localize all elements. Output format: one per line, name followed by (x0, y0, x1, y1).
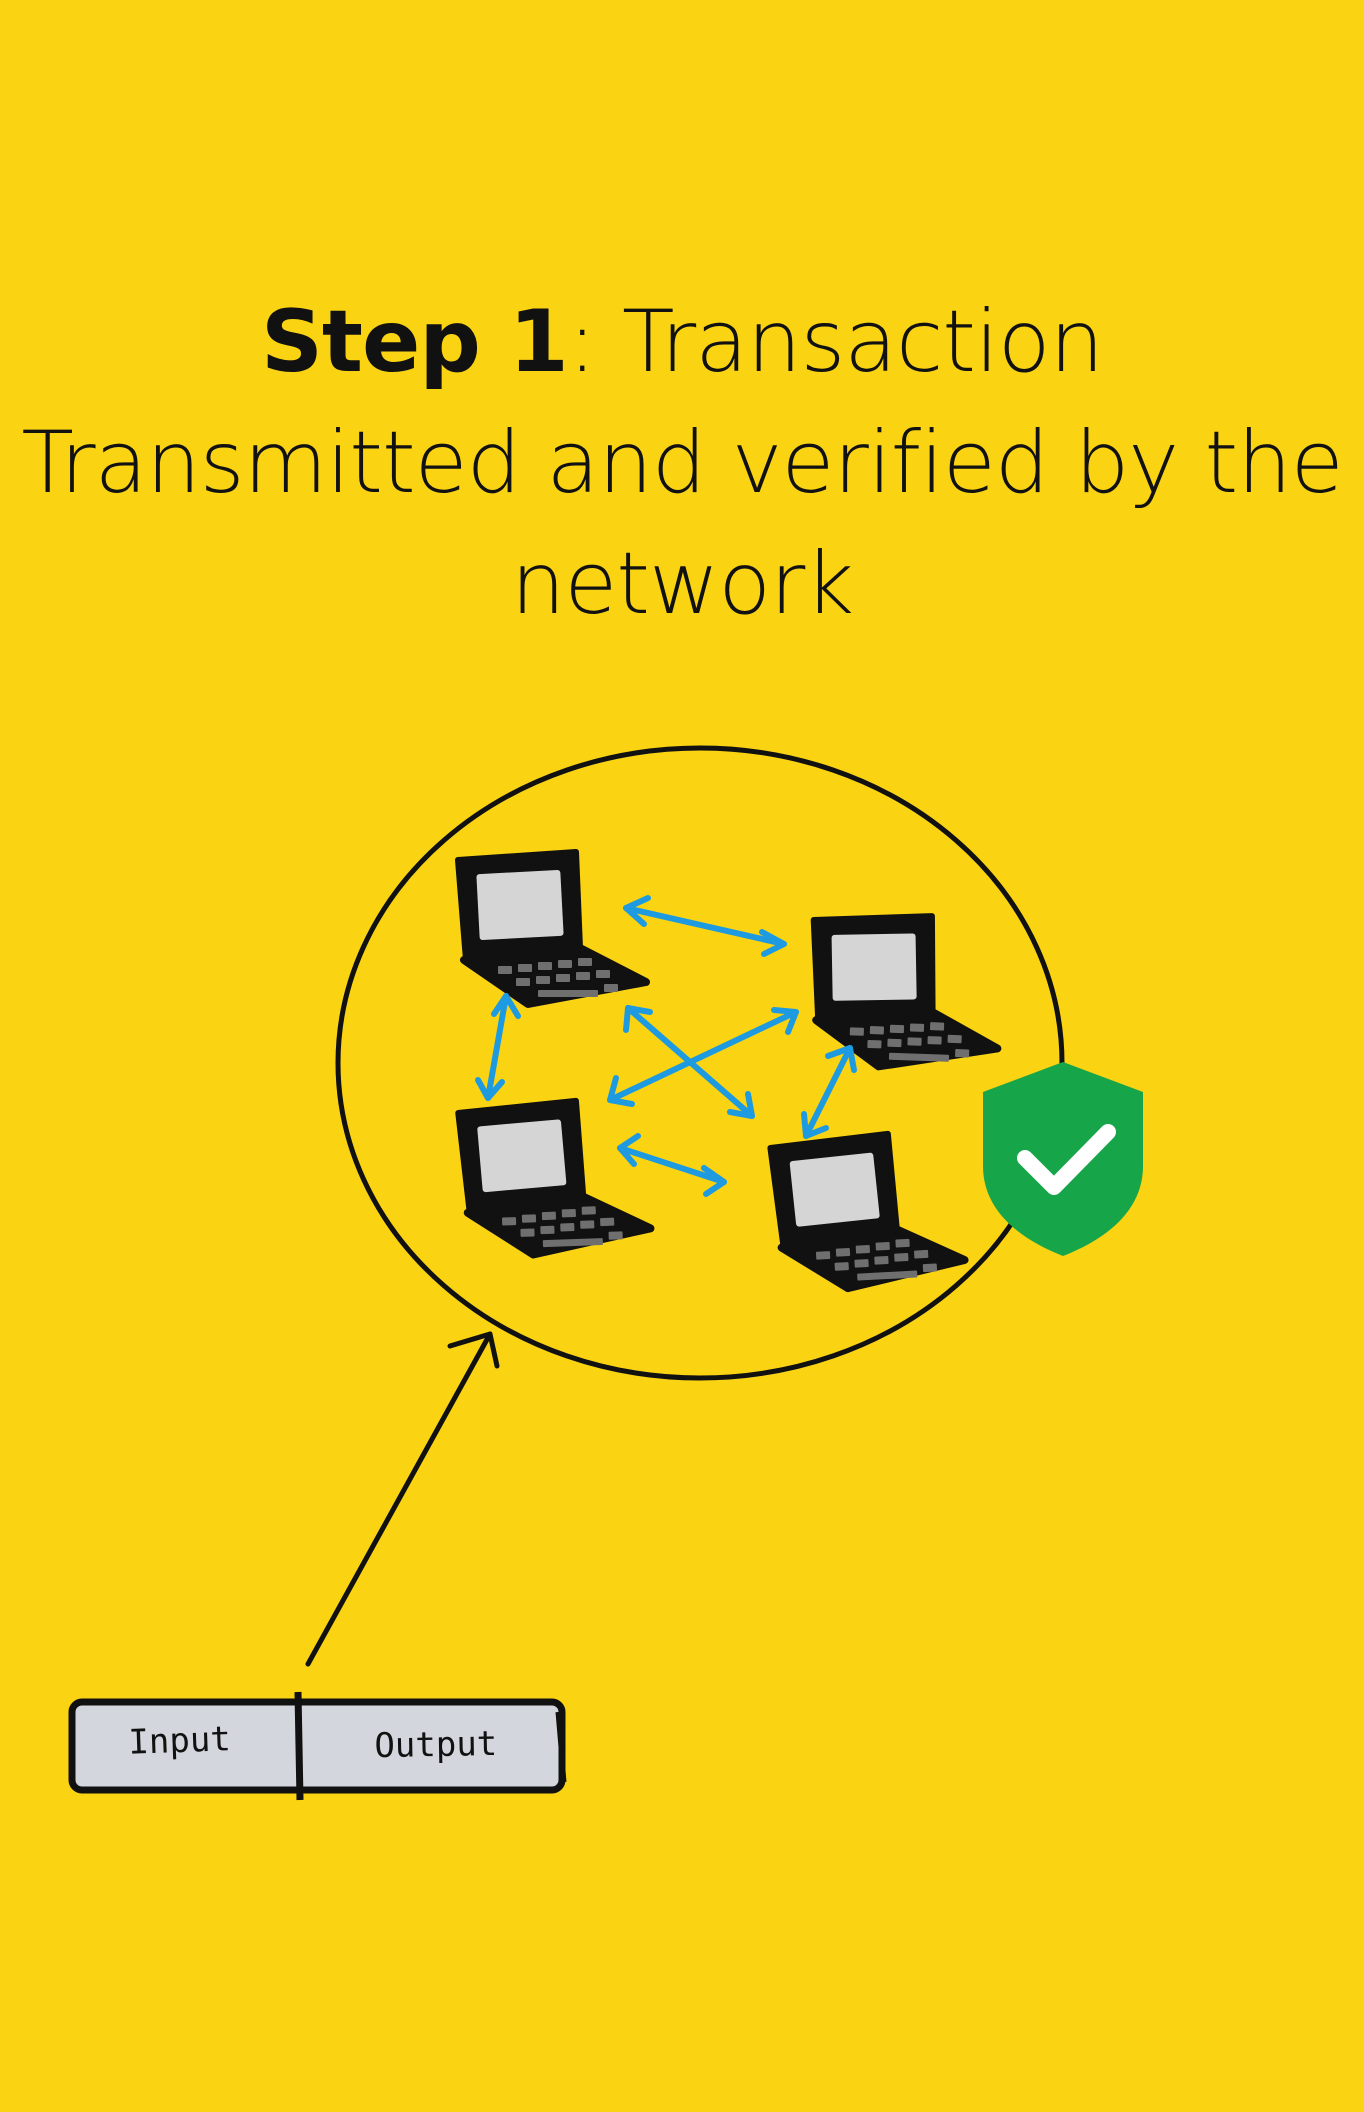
input-label: Input (128, 1719, 232, 1763)
shield-check-icon (983, 1062, 1143, 1256)
page-title: Step 1: Transaction Transmitted and veri… (0, 282, 1364, 645)
connection-arrows (475, 895, 857, 1197)
title-text: Transaction Transmitted and verified by … (21, 292, 1343, 634)
step-number: Step 1 (260, 292, 569, 392)
title-separator: : (567, 292, 623, 392)
network-boundary (335, 745, 1065, 1381)
transaction-box: Input Output (68, 1691, 567, 1801)
laptop-icon (458, 852, 646, 1004)
output-label: Output (374, 1724, 498, 1766)
laptop-icon (458, 1098, 651, 1256)
submit-arrow (305, 1331, 500, 1667)
laptop-icon (809, 912, 1002, 1070)
laptop-icon (770, 1130, 966, 1292)
